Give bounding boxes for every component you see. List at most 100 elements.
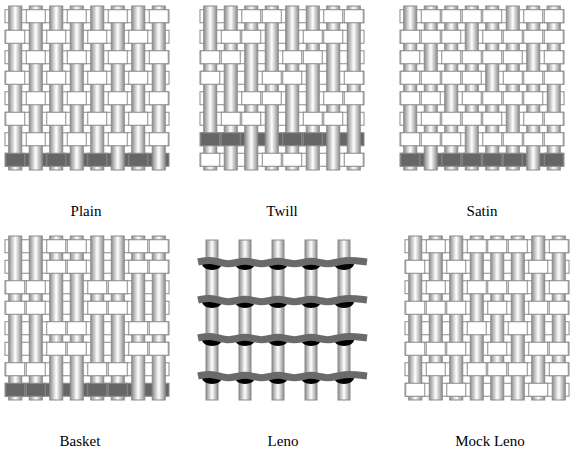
- weft-float: [47, 322, 66, 335]
- weft-float: [421, 133, 440, 146]
- weft-float: [447, 301, 466, 314]
- weft-float: [529, 301, 548, 314]
- weft-float: [426, 342, 445, 355]
- weft-float: [242, 92, 261, 105]
- weft-float: [503, 30, 522, 43]
- weft-float: [344, 92, 363, 105]
- weft-thread: [400, 30, 564, 43]
- weft-float: [406, 383, 425, 396]
- weft-float: [426, 301, 445, 314]
- weft-float: [462, 112, 481, 125]
- weft-float: [149, 240, 168, 253]
- weft-float: [324, 112, 343, 125]
- weave-label: Leno: [268, 432, 299, 449]
- weft-float: [401, 51, 420, 64]
- weft-float: [344, 10, 363, 23]
- weft-float: [503, 71, 522, 84]
- weft-thread: [200, 112, 364, 125]
- weft-float: [529, 383, 548, 396]
- weft-float: [303, 30, 322, 43]
- weft-float: [529, 342, 548, 355]
- weft-float: [544, 133, 563, 146]
- weft-float: [462, 51, 481, 64]
- weft-float: [426, 240, 445, 253]
- weft-float: [401, 30, 420, 43]
- weft-float: [88, 281, 107, 294]
- weft-float: [6, 383, 25, 396]
- weft-float: [503, 51, 522, 64]
- weft-float: [6, 153, 25, 166]
- weft-float: [221, 133, 240, 146]
- weft-float: [88, 383, 107, 396]
- weft-float: [26, 51, 45, 64]
- weft-float: [67, 92, 86, 105]
- weft-float: [47, 30, 66, 43]
- weft-float: [303, 51, 322, 64]
- weft-float: [324, 30, 343, 43]
- basket-weave: [5, 236, 169, 400]
- weft-float: [6, 71, 25, 84]
- weft-float: [447, 342, 466, 355]
- weft-float: [6, 112, 25, 125]
- weft-float: [467, 322, 486, 335]
- weft-float: [129, 153, 148, 166]
- weft-float: [201, 51, 220, 64]
- weft-thread: [405, 342, 569, 355]
- weft-float: [483, 30, 502, 43]
- weft-float: [262, 71, 281, 84]
- weft-float: [324, 92, 343, 105]
- weft-thread: [200, 30, 364, 43]
- weft-float: [26, 383, 45, 396]
- weft-float: [508, 363, 527, 376]
- weft-float: [67, 260, 86, 273]
- weft-float: [442, 112, 461, 125]
- weft-float: [462, 71, 481, 84]
- weft-float: [129, 322, 148, 335]
- weft-float: [6, 281, 25, 294]
- weft-float: [544, 71, 563, 84]
- weft-float: [488, 342, 507, 355]
- weft-float: [149, 322, 168, 335]
- leno-weave: [198, 240, 367, 400]
- weft-float: [26, 281, 45, 294]
- weft-float: [406, 301, 425, 314]
- weft-float: [503, 153, 522, 166]
- weft-float: [221, 51, 240, 64]
- weft-float: [149, 10, 168, 23]
- weft-float: [442, 51, 461, 64]
- weft-float: [442, 30, 461, 43]
- weft-float: [88, 71, 107, 84]
- weft-float: [201, 153, 220, 166]
- weft-float: [483, 92, 502, 105]
- weft-float: [524, 112, 543, 125]
- weft-float: [108, 133, 127, 146]
- weft-thread: [198, 374, 367, 377]
- plain-weave: [5, 6, 169, 170]
- weft-float: [483, 10, 502, 23]
- weft-thread: [400, 71, 564, 84]
- weft-float: [47, 342, 66, 355]
- weft-float: [406, 260, 425, 273]
- weft-float: [483, 112, 502, 125]
- weft-float: [401, 153, 420, 166]
- weft-float: [488, 240, 507, 253]
- weft-float: [442, 71, 461, 84]
- weft-float: [108, 10, 127, 23]
- weft-float: [108, 363, 127, 376]
- weft-float: [524, 92, 543, 105]
- weft-float: [462, 153, 481, 166]
- weft-float: [88, 30, 107, 43]
- weft-float: [483, 133, 502, 146]
- weft-float: [503, 92, 522, 105]
- weft-thread: [198, 298, 367, 301]
- weft-float: [483, 153, 502, 166]
- weft-float: [108, 383, 127, 396]
- weft-float: [467, 281, 486, 294]
- weft-float: [447, 260, 466, 273]
- weft-float: [549, 301, 568, 314]
- weft-float: [67, 10, 86, 23]
- warp-thread: [465, 6, 478, 170]
- weft-float: [242, 112, 261, 125]
- weft-float: [462, 10, 481, 23]
